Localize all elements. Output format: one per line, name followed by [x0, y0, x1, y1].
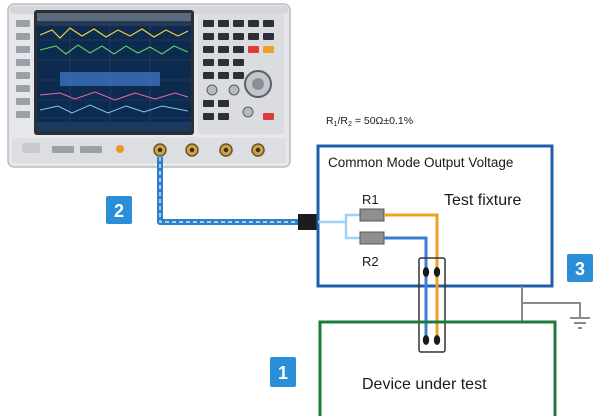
scope-input-strip	[12, 138, 286, 163]
svg-text:3: 3	[575, 259, 585, 279]
badge-2: 2	[106, 196, 132, 224]
bnc-connector-ch1	[153, 143, 167, 157]
fixture-name: Test fixture	[444, 192, 521, 209]
connector-strip	[418, 257, 446, 353]
bnc-connector-ch3	[219, 143, 233, 157]
scope-side-buttons	[16, 20, 30, 118]
svg-text:2: 2	[114, 201, 124, 221]
resistor-r1: R1	[359, 192, 385, 222]
badge-3: 3	[567, 254, 593, 282]
wire-blue	[384, 236, 428, 342]
bnc-connector-ch4	[251, 143, 265, 157]
scope-screen	[37, 13, 191, 131]
resistor-ratio-label: R1/R2 = 50Ω±0.1%	[326, 115, 413, 128]
dut-label: Device under test	[362, 376, 487, 393]
ground-connection	[521, 286, 590, 329]
test-fixture: Common Mode Output Voltage Test fixture …	[316, 144, 554, 342]
resistor-r2-label: R2	[362, 254, 379, 269]
coax-cable	[157, 157, 318, 230]
svg-text:1: 1	[278, 363, 288, 383]
oscilloscope	[7, 3, 291, 168]
device-under-test: Device under test	[318, 320, 557, 416]
badge-1: 1	[270, 357, 296, 387]
bnc-connector-ch2	[185, 143, 199, 157]
wire-orange	[384, 213, 439, 342]
ground-icon	[570, 317, 590, 329]
fixture-title: Common Mode Output Voltage	[328, 155, 513, 170]
resistor-r1-label: R1	[362, 192, 379, 207]
coax-plug	[298, 214, 318, 230]
scope-control-panel	[198, 14, 284, 134]
resistor-r2: R2	[359, 231, 385, 269]
